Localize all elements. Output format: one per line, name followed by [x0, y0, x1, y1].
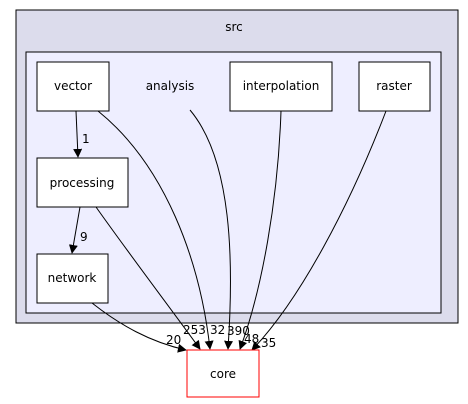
- edge-label-processing-network[interactable]: 9: [80, 230, 88, 244]
- node-network-label: network: [48, 271, 97, 285]
- edge-label-vector-processing[interactable]: 1: [82, 132, 90, 146]
- edge-analysis-core: [189, 109, 234, 350]
- edge-interpolation-core: [238, 110, 282, 350]
- edge-vector-processing: [73, 110, 83, 158]
- node-vector-label: vector: [54, 79, 92, 93]
- edge-vector-core: [97, 110, 214, 350]
- edge-label-network-core[interactable]: 20: [166, 333, 181, 347]
- cluster-src-label: src: [225, 20, 243, 34]
- node-network[interactable]: network: [36, 253, 109, 304]
- node-analysis-label: analysis: [146, 79, 195, 93]
- node-network-box: [36, 253, 109, 304]
- edge-raster-core: [251, 110, 387, 351]
- node-core-label: core: [210, 367, 236, 381]
- node-analysis[interactable]: analysis: [146, 79, 195, 93]
- node-processing[interactable]: processing: [36, 157, 129, 208]
- node-vector-box: [36, 61, 110, 112]
- edge-labels: 1 9 20 253 32 390 48 35: [80, 132, 276, 350]
- node-interpolation[interactable]: interpolation: [229, 61, 333, 112]
- edge-label-analysis-core[interactable]: 390: [227, 324, 250, 338]
- node-core[interactable]: core: [186, 349, 260, 398]
- edge-label-raster-core[interactable]: 35: [261, 336, 276, 350]
- node-interpolation-box: [229, 61, 333, 112]
- node-vector[interactable]: vector: [36, 61, 110, 112]
- node-raster[interactable]: raster: [358, 61, 431, 112]
- node-interpolation-label: interpolation: [243, 79, 320, 93]
- node-raster-box: [358, 61, 431, 112]
- node-raster-label: raster: [376, 79, 412, 93]
- edges: [68, 109, 387, 353]
- edge-label-vector-core[interactable]: 32: [210, 323, 225, 337]
- edge-processing-core: [95, 206, 201, 350]
- node-processing-label: processing: [50, 176, 115, 190]
- edge-label-interpolation-core[interactable]: 48: [244, 332, 259, 346]
- edge-processing-network: [68, 206, 81, 254]
- node-processing-box: [36, 157, 129, 208]
- edge-network-core: [91, 302, 187, 353]
- node-core-box: [186, 349, 260, 398]
- edge-label-processing-core[interactable]: 253: [183, 323, 206, 337]
